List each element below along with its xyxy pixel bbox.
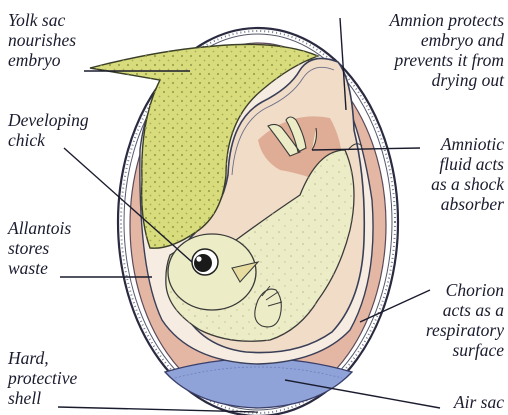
label-developing-chick: Developing chick (8, 110, 89, 150)
label-allantois: Allantois stores waste (8, 218, 71, 278)
label-air-sac: Air sac (454, 392, 504, 412)
label-chorion: Chorion acts as a respiratory surface (426, 280, 504, 360)
label-amniotic-fluid: Amniotic fluid acts as a shock absorber (431, 134, 504, 214)
label-yolk-sac: Yolk sac nourishes embryo (8, 10, 76, 70)
air-sac (165, 359, 352, 409)
label-hard-shell: Hard, protective shell (8, 348, 77, 408)
label-amnion: Amnion protects embryo and prevents it f… (389, 10, 504, 90)
